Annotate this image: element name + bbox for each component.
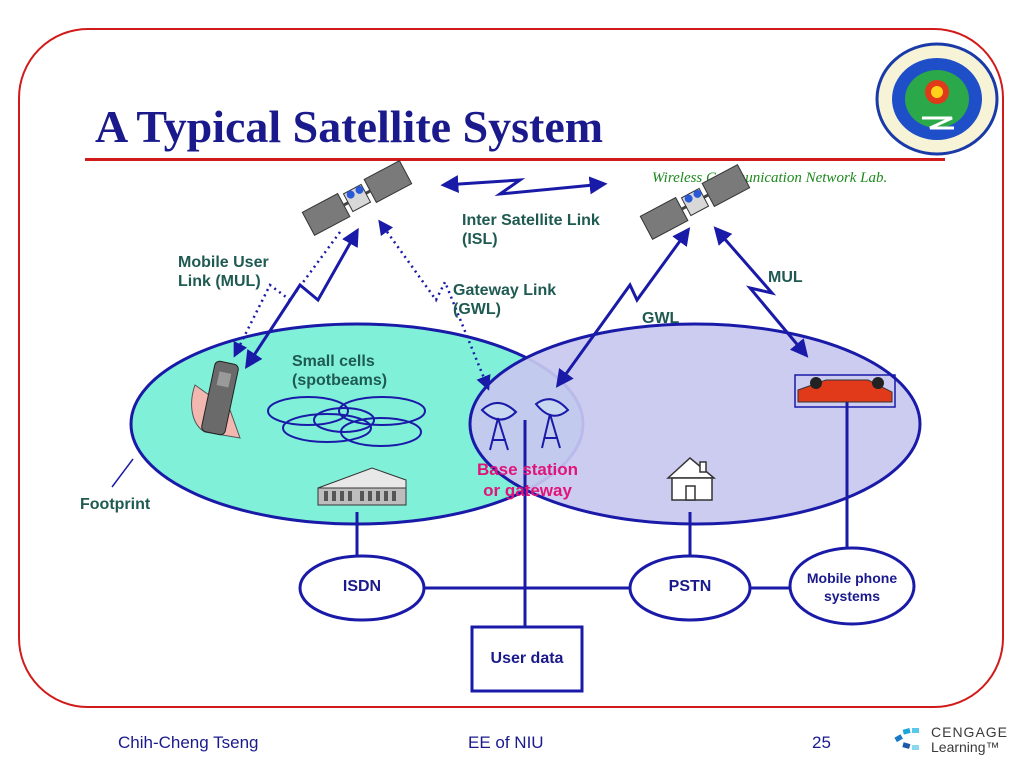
footprint-label: Footprint — [80, 496, 151, 513]
base-station-text-1: Base station — [476, 460, 579, 479]
satellite-left — [301, 160, 413, 236]
title-underline — [85, 158, 945, 161]
cengage-mark-icon — [894, 728, 919, 750]
footer-department: EE of NIU — [468, 733, 544, 752]
isl-label: Inter Satellite Link (ISL) — [462, 211, 600, 249]
mobile-systems-node — [788, 546, 916, 626]
isdn-node — [298, 554, 426, 622]
car-icon — [794, 374, 896, 408]
gwl-left-text-1: Gateway Link — [453, 282, 557, 299]
spotbeam-cells — [267, 396, 426, 447]
mobile-systems-label: Mobile phone systems — [790, 569, 914, 605]
satellite-right — [639, 164, 751, 240]
small-cells-label: Small cells (spotbeams) — [292, 352, 387, 390]
mobile-phone-icon — [191, 360, 241, 439]
gwl-right-label: GWL — [642, 310, 680, 327]
mul-left-label: Mobile User Link (MUL) — [178, 253, 269, 291]
footer-author: Chih-Cheng Tseng — [118, 733, 259, 752]
base-station-antenna-icon — [480, 398, 570, 451]
base-station-label: Base station or gateway — [455, 459, 600, 501]
gwl-left-text-2: (GWL) — [453, 301, 501, 318]
office-building-icon — [317, 467, 407, 506]
mul-right-label: MUL — [768, 269, 803, 286]
pstn-node — [628, 554, 752, 622]
isdn-label: ISDN — [342, 578, 382, 595]
mobile-systems-text-2: systems — [823, 588, 881, 604]
learning-text: Learning™ — [931, 739, 1000, 755]
network-links — [355, 390, 849, 628]
user-data-label: User data — [490, 650, 564, 667]
cengage-logo: CENGAGE Learning™ — [893, 722, 1015, 756]
gwl-left-label: Gateway Link (GWL) — [453, 281, 556, 319]
isl-abbr-text: (ISL) — [462, 231, 498, 248]
user-data-box — [470, 625, 584, 693]
mul-left-text-1: Mobile User — [178, 254, 269, 271]
cengage-text: CENGAGE — [931, 724, 1009, 740]
pstn-label: PSTN — [668, 578, 712, 595]
base-station-text-2: or gateway — [483, 481, 572, 500]
isl-text: Inter Satellite Link — [462, 212, 600, 229]
small-cells-text-2: (spotbeams) — [292, 372, 388, 389]
house-icon — [666, 457, 717, 501]
slide-title: A Typical Satellite System — [95, 101, 604, 152]
mobile-systems-text-1: Mobile phone — [806, 570, 898, 586]
mul-left-text-2: Link (MUL) — [178, 273, 261, 290]
university-logo — [875, 42, 999, 156]
wireless-links — [111, 175, 809, 488]
slide-frame — [18, 28, 1004, 708]
small-cells-text-1: Small cells — [292, 353, 375, 370]
page-number: 25 — [812, 733, 831, 752]
